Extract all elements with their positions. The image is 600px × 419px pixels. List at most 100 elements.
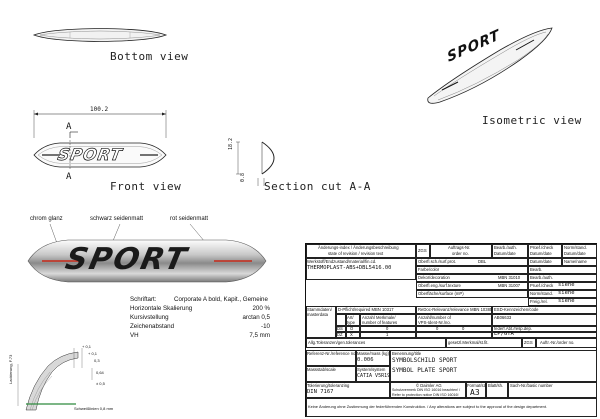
color-logo-text: SPORT — [62, 242, 192, 277]
scale-header: Massstab/scale — [307, 367, 336, 372]
siehe-3: siehe — [558, 298, 575, 304]
esd-label: ESD-Kennzeichen/code — [494, 307, 539, 312]
detail-side-note: Lackierung, F.73 — [8, 354, 13, 384]
anzahl-merkmale: Anzahl Merkmale/ — [362, 315, 396, 320]
stammdaten: Stammdaten/ — [307, 307, 332, 312]
thickness-dimension: 0.8 — [240, 172, 246, 182]
format-header: Format/sz. — [467, 383, 487, 388]
dz-label: DZ — [337, 332, 343, 337]
material-value: THERMOPLAST-ABS+DBL5416.00 — [307, 265, 392, 271]
title-de: SYMBOLSCHILD SPORT — [392, 357, 458, 364]
detail-tolerance: 0,3 — [94, 358, 100, 363]
auftr-label: Auftr.-Nr./order no. — [540, 340, 575, 345]
front-view-dimension — [33, 110, 167, 138]
siehe-1: siehe — [558, 282, 575, 288]
order-label: Auftrags-Nr. — [448, 245, 471, 250]
detail-tolerance: ± 0,5 — [96, 381, 105, 386]
type-label: type — [347, 320, 355, 325]
spec-value: arctan 0,5 — [242, 314, 270, 321]
masterdata: masterdata — [307, 312, 328, 317]
redoc: ReDoc-Relevanz/relevance MBN 10385 — [418, 307, 493, 312]
vps-ident: VPS-Ident-Nr./no. — [418, 320, 451, 325]
gesetzl-label: gesetzl.Merkmal/st.fit. — [448, 340, 489, 345]
name-label: Name/name — [564, 259, 587, 264]
section-view-label: Section cut A-A — [264, 180, 371, 193]
ds-count: 0 — [386, 326, 389, 331]
spec-label: Zeichenabstand — [130, 323, 175, 330]
profile-detail-drawing — [17, 348, 93, 411]
ds-label: DS — [337, 326, 343, 331]
ds-type: O — [350, 326, 354, 331]
section-marker-bottom: A — [66, 172, 72, 182]
esd-value: AB06633 — [494, 315, 512, 320]
rev-header-en: state of revision / revision text — [328, 251, 384, 256]
isometric-view-label: Isometric view — [482, 114, 582, 127]
spec-value: Corporate A bold, Kapit., Gemeine — [174, 296, 268, 303]
system-header: System/system — [357, 367, 386, 372]
section-marker-top: A — [66, 122, 72, 132]
feder-label: federf.Abt./resp.dep. — [494, 326, 532, 331]
spec-label: Horizontale Skalierung — [130, 305, 193, 312]
bearb-auth: Bearb./auth. — [530, 275, 553, 280]
freig-label: Freig./rel. — [530, 299, 548, 304]
alteration-note: Keine Änderung ohne Zustimmung der feder… — [308, 404, 547, 409]
format-value: A3 — [470, 388, 480, 397]
callout-chrome: chrom glanz — [30, 216, 63, 222]
callout-black: schwarz seidenmatt — [90, 216, 144, 222]
dpflicht: D-Pflicht/required MBN 10317 — [338, 307, 394, 312]
detail-tolerance: + 0,1 — [88, 351, 98, 356]
detail-bottom-note: Schweißlinien 0,8 mm — [74, 406, 114, 411]
color-label: Farbe/color — [418, 267, 440, 272]
siehe-2: siehe — [558, 290, 575, 296]
vps-count: 0 — [436, 326, 439, 331]
zgs-label: ZGS — [418, 248, 427, 253]
front-view-label: Front view — [110, 180, 182, 193]
bottom-view-drawing — [32, 28, 168, 42]
surface-value: DBL — [478, 259, 487, 264]
basic-number-header: Sach-Nr./basic number — [510, 383, 553, 388]
mass-header: Masse/mass (kg) — [357, 351, 389, 356]
system-value: CATIA V5R19 — [357, 373, 391, 379]
bearb-date: Datum/date — [494, 251, 516, 256]
spec-label: VH — [130, 332, 139, 339]
tolerancing-value: DIN 7167 — [307, 389, 334, 395]
dz-count: 1 — [386, 332, 389, 337]
anzahl-vps: Anzahl/number of — [418, 315, 451, 320]
protection-note-en: Refer to protection notice DIN ISO 16016… — [392, 393, 459, 397]
length-dimension: 100.2 — [90, 106, 109, 113]
isometric-view-drawing — [427, 27, 553, 104]
mbn2: MBN 31007 — [498, 283, 521, 288]
pruef-label: Prüef./check — [530, 245, 554, 250]
title-header: Benennung/title — [392, 351, 422, 356]
ep-value: EP/GTA — [494, 331, 514, 337]
spec-value: -10 — [261, 323, 270, 330]
texture-label: Oberfl.eng./surf.texture — [418, 283, 461, 288]
spec-value: 7,5 mm — [249, 332, 270, 339]
rev-header: Änderungs-index / Änderungsbeschreibung — [318, 245, 399, 250]
sheet-header: Blatt/sh. — [488, 383, 504, 388]
norm-label: Norm/stand. — [564, 245, 587, 250]
detail-tolerance: + 0,1 — [82, 344, 92, 349]
mbn1: MBN 31010 — [498, 275, 521, 280]
general-tolerances: Allg.Toleranzen/gen.tolerances — [308, 340, 366, 345]
dz-type: X — [350, 332, 353, 337]
number-of-features: number of features — [362, 320, 398, 325]
title-en: SYMBOL PLATE SPORT — [392, 367, 458, 374]
order-label-en: order no. — [452, 251, 469, 256]
reference-header: Referenz-Nr./reference no. — [307, 351, 357, 356]
decoration-label: Dekor/decoration — [418, 275, 450, 280]
material-header: Werkstoff/Endzustand/material/fin.cd. — [307, 259, 377, 264]
spec-label: Kursivstellung — [130, 314, 169, 321]
bottom-view-label: Bottom view — [110, 50, 189, 63]
detail-tolerance: 0,64 — [96, 370, 104, 375]
pruef-check: Pruef./check — [530, 283, 554, 288]
vps-count-2: 0 — [462, 326, 465, 331]
title-block: Änderungs-index / Änderungsbeschreibung … — [305, 243, 597, 417]
height-dimension: 18.2 — [228, 137, 234, 150]
front-view-drawing — [33, 140, 167, 170]
section-view-drawing — [236, 141, 275, 186]
datum-label: Datum/date — [530, 259, 552, 264]
spec-value: 200 % — [252, 305, 270, 312]
pruef-date: Datum/date — [530, 251, 552, 256]
daimler-copyright: © Daimler AG — [416, 383, 442, 388]
